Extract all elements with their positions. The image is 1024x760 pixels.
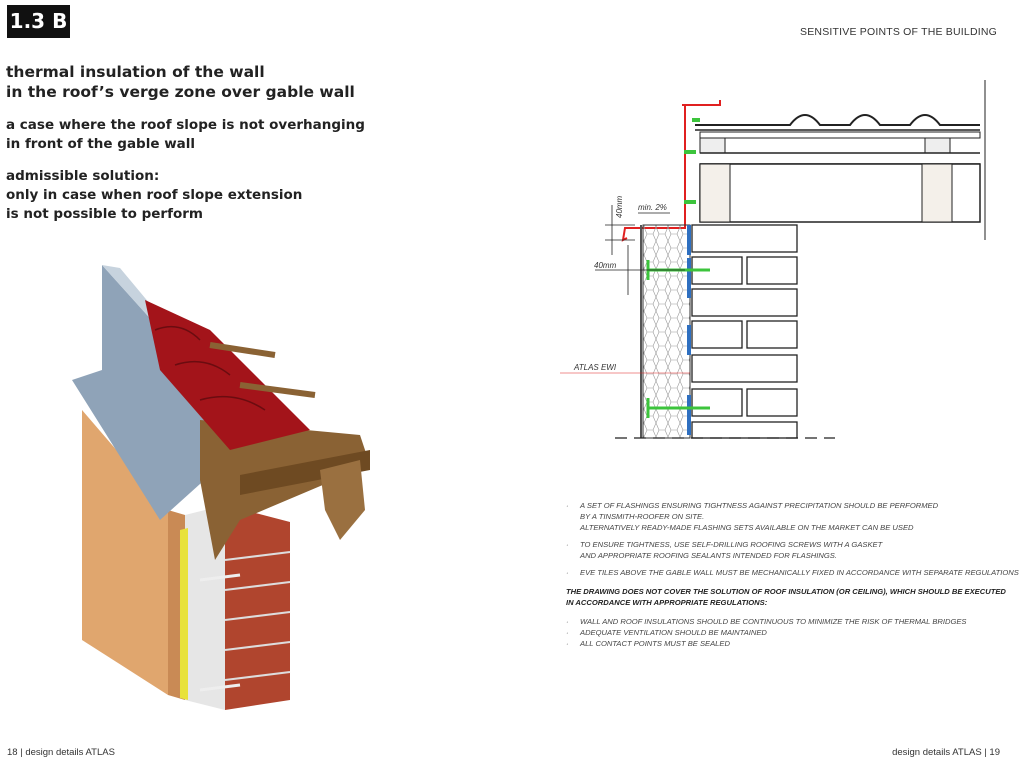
adhesive-layer <box>180 528 188 700</box>
note-line: EVE TILES ABOVE THE GABLE WALL MUST BE M… <box>580 568 1019 577</box>
section-title: SENSITIVE POINTS OF THE BUILDING <box>800 26 997 38</box>
counter-batten <box>699 137 726 154</box>
note-line: ALTERNATIVELY READY-MADE FLASHING SETS A… <box>580 523 914 532</box>
warning-text: THE DRAWING DOES NOT COVER THE SOLUTION … <box>566 586 1006 608</box>
note-line: TO ENSURE TIGHTNESS, USE SELF-DRILLING R… <box>580 540 883 549</box>
gable-wall-render <box>82 410 168 695</box>
title-line: thermal insulation of the wall <box>6 63 265 81</box>
adhesive-dabs <box>687 225 691 435</box>
note-item: WALL AND ROOF INSULATIONS SHOULD BE CONT… <box>566 616 1006 627</box>
note-item: TO ENSURE TIGHTNESS, USE SELF-DRILLING R… <box>566 539 1006 561</box>
title-line: in the roof’s verge zone over gable wall <box>6 83 355 101</box>
note-item: ALL CONTACT POINTS MUST BE SEALED <box>566 638 1006 649</box>
dimension-horizontal-label: 40mm <box>594 261 617 270</box>
solution-text: admissible solution: only in case when r… <box>6 167 302 224</box>
technical-section-drawing: 40mm min. 2% 40mm ATLAS EWI <box>560 80 986 439</box>
note-line: BY A TINSMITH-ROOFER ON SITE. <box>580 512 705 521</box>
verge-flashing <box>621 100 721 242</box>
roof-tiles <box>695 114 980 126</box>
warning-line: THE DRAWING DOES NOT COVER THE SOLUTION … <box>566 587 1006 596</box>
3d-illustration <box>72 265 370 710</box>
brick-joints <box>224 551 291 681</box>
subtitle-line: in front of the gable wall <box>6 136 196 152</box>
slope-label: min. 2% <box>638 203 667 212</box>
warning-line: IN ACCORDANCE WITH APPROPRIATE REGULATIO… <box>566 598 768 607</box>
verge-flashing <box>72 265 210 520</box>
page-subtitle: a case where the roof slope is not overh… <box>6 116 365 154</box>
page-title: thermal insulation of the wall in the ro… <box>6 62 355 102</box>
atlas-ewi-label: ATLAS EWI <box>573 363 617 372</box>
solution-line: admissible solution: <box>6 168 160 184</box>
note-line: AND APPROPRIATE ROOFING SEALANTS INTENDE… <box>580 551 837 560</box>
note-item: ADEQUATE VENTILATION SHOULD BE MAINTAINE… <box>566 627 1006 638</box>
section-badge: 1.3 B <box>7 5 70 38</box>
roof-tiles <box>145 300 310 450</box>
brick-wall <box>691 224 798 439</box>
brick-wall <box>225 505 290 710</box>
subtitle-line: a case where the roof slope is not overh… <box>6 117 365 133</box>
note-item: EVE TILES ABOVE THE GABLE WALL MUST BE M… <box>566 567 1019 578</box>
roof-timber <box>200 420 370 560</box>
solution-line: is not possible to perform <box>6 206 203 222</box>
insulation-ewi <box>642 224 691 439</box>
notes-section: A SET OF FLASHINGS ENSURING TIGHTNESS AG… <box>566 500 1019 649</box>
solution-line: only in case when roof slope extension <box>6 187 303 203</box>
footer-left: 18 | design details ATLAS <box>7 747 115 758</box>
note-line: A SET OF FLASHINGS ENSURING TIGHTNESS AG… <box>580 501 939 510</box>
note-item: A SET OF FLASHINGS ENSURING TIGHTNESS AG… <box>566 500 1006 533</box>
dimension-vertical-label: 40mm <box>615 195 624 218</box>
footer-right: design details ATLAS | 19 <box>892 747 1000 758</box>
